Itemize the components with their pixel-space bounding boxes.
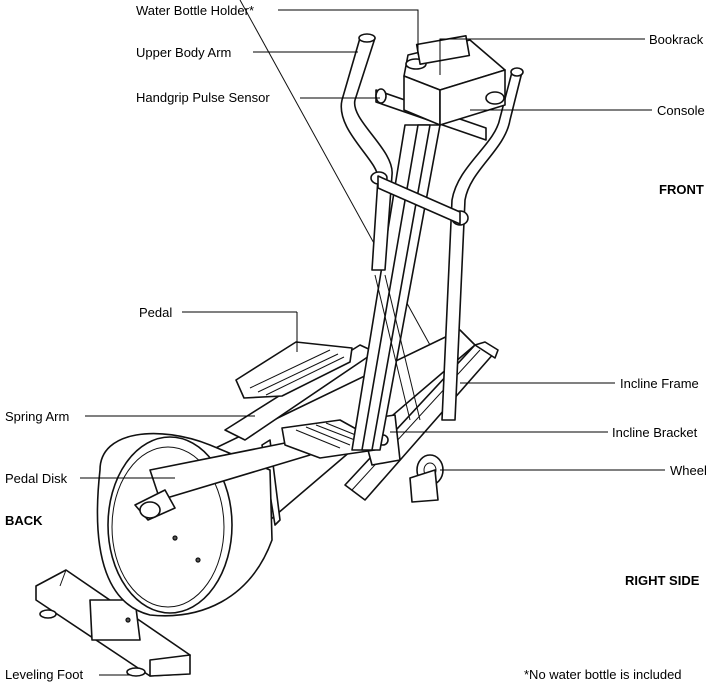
label-water-bottle-holder: Water Bottle Holder* [136, 3, 255, 18]
label-front: FRONT [659, 182, 704, 197]
pedal-left [235, 341, 353, 399]
leader-lines [80, 9, 665, 676]
label-upper-body-arm: Upper Body Arm [136, 45, 232, 60]
label-leveling-foot: Leveling Foot [5, 667, 84, 682]
label-spring-arm: Spring Arm [5, 409, 70, 424]
label-bookrack: Bookrack [649, 32, 704, 47]
label-pedal-disk: Pedal Disk [5, 471, 68, 486]
label-incline-bracket: Incline Bracket [612, 425, 698, 440]
label-right-side: RIGHT SIDE [625, 573, 700, 588]
wheel-part [409, 454, 444, 503]
label-wheel: Wheel [670, 463, 707, 478]
footnote: *No water bottle is included [524, 667, 682, 682]
label-pedal: Pedal [139, 305, 173, 320]
label-back: BACK [5, 513, 43, 528]
label-incline-frame: Incline Frame [620, 376, 699, 391]
console-part [403, 35, 506, 126]
upper-body-arm-left [340, 33, 421, 421]
label-console: Console [657, 103, 705, 118]
leveling-foot [39, 609, 146, 677]
label-handgrip-pulse-sensor: Handgrip Pulse Sensor [136, 90, 270, 105]
crossbar [377, 175, 461, 225]
